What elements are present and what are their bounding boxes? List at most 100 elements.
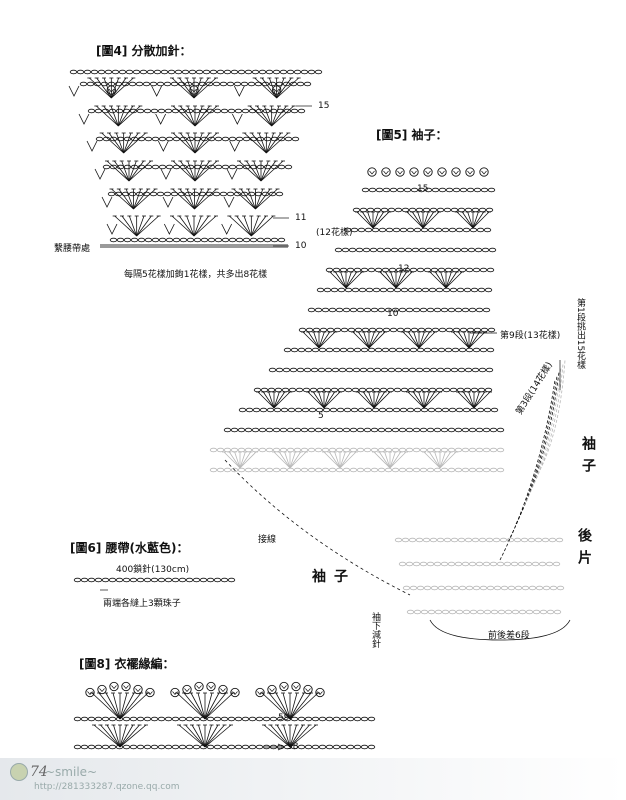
fig8-chain-row	[353, 716, 362, 722]
fig5-chain-row	[380, 207, 389, 213]
fig8-picot	[232, 691, 238, 696]
underarm-dec-label: 袖下減針	[370, 612, 380, 648]
fig5-chain-row	[311, 347, 320, 353]
fig5-shell	[318, 331, 325, 349]
fig5-chain-row	[314, 467, 323, 473]
fig8-chain-row	[339, 744, 348, 750]
fig5-back-chain	[476, 609, 485, 615]
fig4-chain-row	[86, 81, 95, 87]
fig4-shell	[268, 77, 278, 99]
fig5-chain-row	[426, 307, 435, 313]
fig5-chain-row	[368, 327, 377, 333]
fig5-shell	[368, 391, 375, 409]
fig4-chain-row	[128, 81, 137, 87]
fig5-chain-row	[421, 287, 430, 293]
fig4-chain-row	[241, 108, 250, 114]
fig5-shell	[389, 451, 407, 469]
fig4-chain-row	[151, 164, 160, 170]
fig5-shell	[462, 211, 474, 229]
fig5-chain-row	[367, 267, 376, 273]
fig5-back-chain	[451, 585, 460, 591]
fig5-chain-row	[366, 207, 375, 213]
fig8-chain-row	[297, 716, 306, 722]
fig5-chain-row	[279, 467, 288, 473]
fig4-v-stitch	[151, 85, 163, 97]
fig5-chain-row	[353, 267, 362, 273]
fig8-top-shell	[190, 692, 206, 720]
fig5-chain-row	[333, 327, 342, 333]
fig5-back-chain	[423, 585, 432, 591]
fig8-chain-row	[234, 744, 243, 750]
fig4-shell	[118, 105, 134, 127]
fig4-chain-row	[165, 136, 174, 142]
fig8-bottom-shell	[178, 724, 206, 748]
fig5-chain-row	[419, 427, 428, 433]
fig5-chain-row	[357, 227, 366, 233]
fig4-shell	[111, 188, 134, 210]
fig5-chain-row	[403, 327, 412, 333]
fig4-shell	[258, 132, 267, 154]
fig5-back-chain	[437, 585, 446, 591]
fig4-chain-row	[191, 191, 200, 197]
fig5-chain-row	[449, 387, 458, 393]
fig4-shell	[194, 188, 217, 210]
fig8-chain-row	[206, 744, 215, 750]
fig5-chain-row	[372, 387, 381, 393]
fig8-picot	[218, 684, 228, 695]
fig5-chain-row	[400, 387, 409, 393]
fig5-chain-row	[482, 467, 491, 473]
fig5-chain-row	[391, 427, 400, 433]
fig5-chain-row	[448, 407, 457, 413]
fig8-chain-row	[360, 744, 369, 750]
fig4-shell	[194, 105, 218, 127]
fig5-chain-row	[419, 467, 428, 473]
fig5-back-chain	[440, 561, 449, 567]
fig5-chain-row	[301, 407, 310, 413]
fig8-top-shell	[261, 692, 291, 720]
fig5-chain-row	[437, 267, 446, 273]
fig5-chain-row	[381, 267, 390, 273]
fig5-chain-row	[442, 287, 451, 293]
fig5-chain-row	[280, 407, 289, 413]
fig5-chain-row	[482, 427, 491, 433]
fig5-chain-row	[419, 307, 428, 313]
fig5-chain-row	[460, 247, 469, 253]
fig5-chain-row	[359, 207, 368, 213]
fig4-chain-row	[291, 136, 300, 142]
fig5-chain-row	[350, 407, 359, 413]
fig5-back-chain	[461, 561, 470, 567]
fig5-chain-row	[346, 347, 355, 353]
fig4-shell	[260, 160, 284, 182]
fig5-chain-row	[383, 247, 392, 253]
fig5-chain-row	[339, 347, 348, 353]
fig5-chain-row	[375, 327, 384, 333]
fig4-chain-row	[109, 237, 118, 243]
fig8-top-shell	[112, 692, 121, 720]
fig5-chain-row	[371, 227, 380, 233]
fig5-top-picot	[369, 170, 375, 175]
fig5-chain-row	[382, 327, 391, 333]
fig4-v-stitch	[78, 113, 90, 125]
fig5-chain-row	[417, 327, 426, 333]
fig4-chain-row	[249, 164, 258, 170]
fig8-chain-row	[332, 744, 341, 750]
fig5-chain-row	[473, 187, 482, 193]
fig5-shell	[373, 391, 385, 409]
fig5-chain-row	[334, 247, 343, 253]
fig5-chain-row	[457, 367, 466, 373]
fig5-shell	[289, 451, 296, 469]
watermark-url: http://281333287.qzone.qq.com	[34, 782, 180, 792]
fig5-chain-row	[464, 367, 473, 373]
belt-chain	[185, 577, 194, 583]
fig4-shell	[187, 160, 196, 182]
fig5-chain-row	[209, 467, 218, 473]
fig4-v-stitch	[221, 223, 233, 235]
fig5-chain-row	[367, 347, 376, 353]
fig5-back-chain	[518, 609, 527, 615]
fig5-chain-row	[454, 427, 463, 433]
fig5-chain-row	[426, 427, 435, 433]
fig5-chain-row	[369, 247, 378, 253]
fig8-chain-row	[318, 744, 327, 750]
fig5-chain-row	[490, 407, 499, 413]
fig4-shell	[128, 160, 137, 182]
